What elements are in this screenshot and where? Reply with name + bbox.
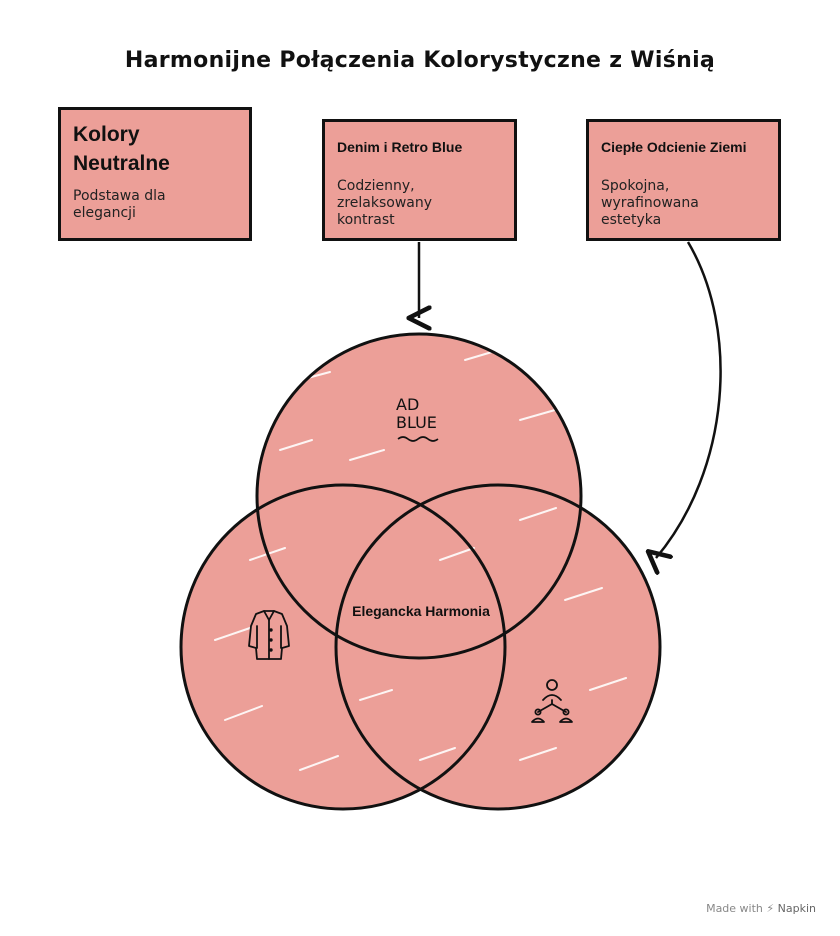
card-description: Spokojna, wyrafinowana estetyka bbox=[601, 178, 766, 229]
watermark-prefix: Made with bbox=[706, 902, 763, 915]
logo-line: BLUE bbox=[396, 413, 437, 432]
card-heading-line: Kolory bbox=[73, 123, 140, 146]
ad-blue-wave-icon bbox=[397, 436, 439, 442]
watermark: Made with ⚡ Napkin bbox=[706, 902, 816, 915]
logo-line: AD bbox=[396, 395, 420, 414]
people-network-icon bbox=[531, 679, 573, 723]
arrow-earth-to-right-circle bbox=[656, 241, 722, 558]
card-description-line: wyrafinowana bbox=[601, 195, 699, 211]
card-description-line: elegancji bbox=[73, 205, 136, 221]
card-heading: Denim i Retro Blue bbox=[337, 139, 463, 155]
card-description-line: Codzienny, bbox=[337, 178, 415, 194]
watermark-brand: Napkin bbox=[777, 902, 816, 915]
card-description-line: Spokojna, bbox=[601, 178, 670, 194]
card-warm-earth-tones: Ciepłe Odcienie Ziemi Spokojna, wyrafino… bbox=[586, 119, 781, 241]
venn-circle-right-outline bbox=[334, 483, 662, 811]
ad-blue-logo: AD BLUE bbox=[396, 396, 437, 432]
venn-circle-top-outline bbox=[255, 332, 583, 660]
card-heading-line: Neutralne bbox=[73, 152, 170, 175]
card-heading: Ciepłe Odcienie Ziemi bbox=[601, 139, 747, 155]
card-description: Podstawa dla elegancji bbox=[73, 188, 237, 222]
card-neutral-colors: Kolory Neutralne Podstawa dla elegancji bbox=[58, 107, 252, 241]
page-title: Harmonijne Połączenia Kolorystyczne z Wi… bbox=[124, 48, 716, 73]
card-description-line: Podstawa dla bbox=[73, 188, 166, 204]
venn-circle-left-outline bbox=[179, 483, 507, 811]
shirt-icon bbox=[248, 610, 290, 660]
card-heading: Kolory Neutralne bbox=[73, 120, 237, 178]
napkin-logo-icon: ⚡ bbox=[766, 902, 775, 915]
card-description-line: zrelaksowany bbox=[337, 195, 433, 211]
card-description-line: kontrast bbox=[337, 212, 395, 228]
card-description-line: estetyka bbox=[601, 212, 662, 228]
venn-center-label: Elegancka Harmonia bbox=[352, 603, 490, 619]
card-denim-retro-blue: Denim i Retro Blue Codzienny, zrelaksowa… bbox=[322, 119, 517, 241]
card-description: Codzienny, zrelaksowany kontrast bbox=[337, 178, 502, 229]
venn-circle-right bbox=[336, 485, 660, 809]
